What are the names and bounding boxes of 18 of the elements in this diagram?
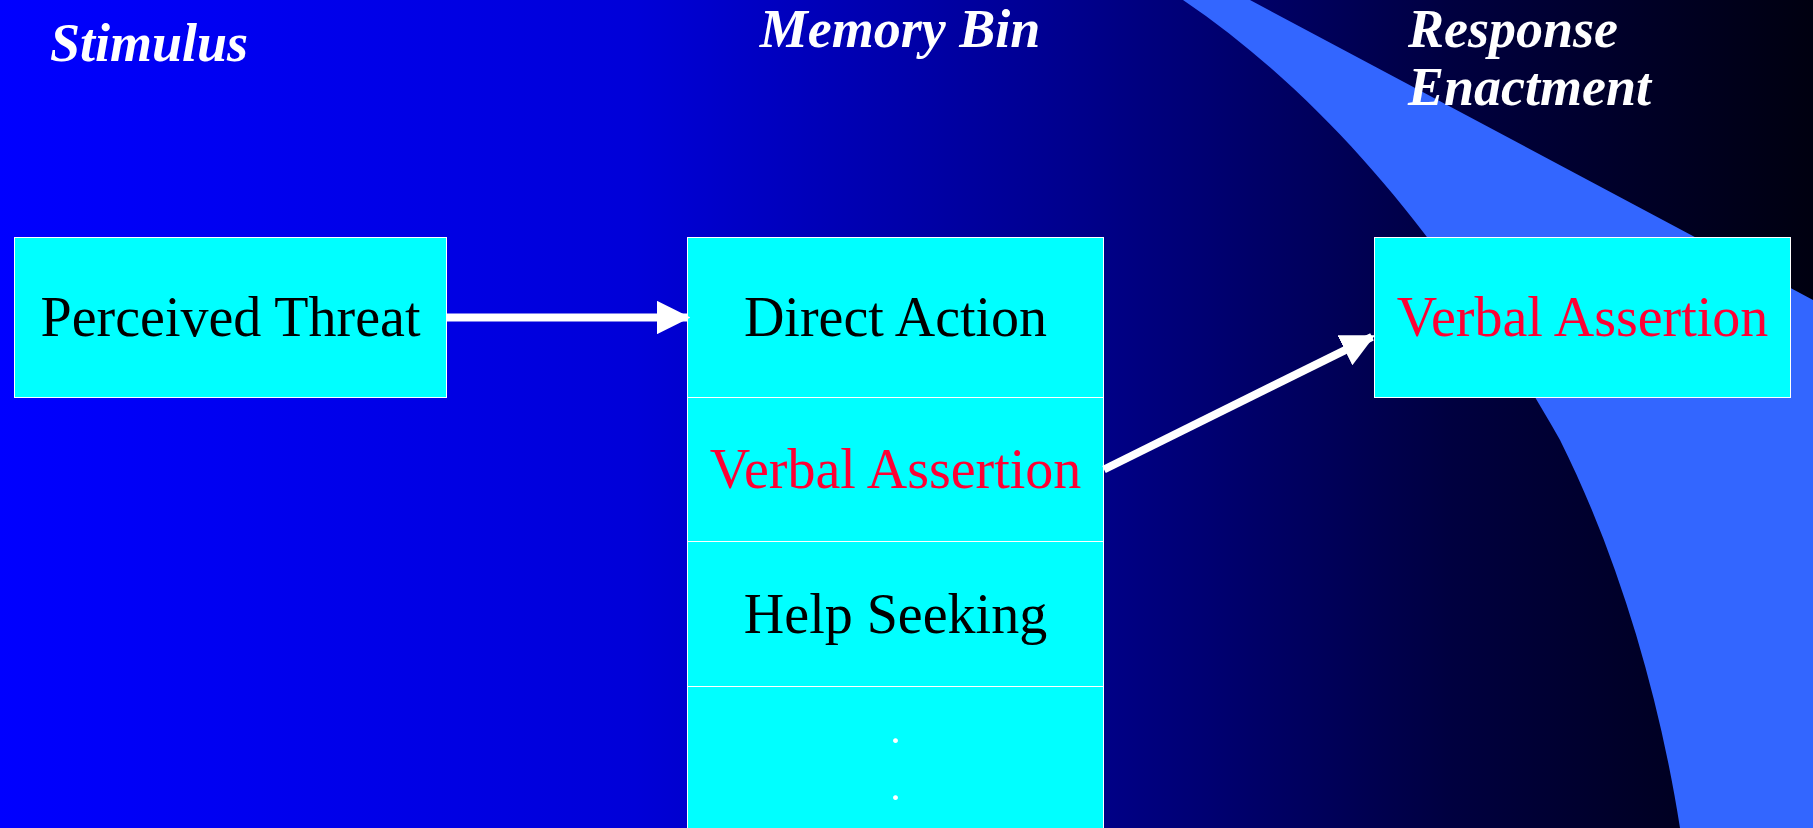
process-box — [687, 397, 1104, 542]
ellipsis-dot: . — [891, 772, 900, 808]
box-label: Help Seeking — [743, 584, 1048, 644]
arrow — [1102, 333, 1375, 474]
box-label: Perceived Threat — [40, 288, 421, 347]
process-box — [687, 541, 1104, 687]
process-box — [687, 686, 1104, 828]
column-heading: Stimulus — [50, 14, 250, 73]
column-heading: Memory Bin — [758, 0, 1042, 59]
box-label: Direct Action — [743, 288, 1048, 347]
arrow — [447, 300, 691, 335]
box-label: Verbal Assertion — [1396, 288, 1769, 347]
process-box — [687, 237, 1104, 398]
process-box — [1374, 237, 1791, 398]
column-heading: Response Enactment — [1408, 0, 1654, 117]
process-box — [14, 237, 447, 398]
box-label: Verbal Assertion — [709, 440, 1082, 499]
ellipsis-dot: . — [891, 715, 900, 751]
